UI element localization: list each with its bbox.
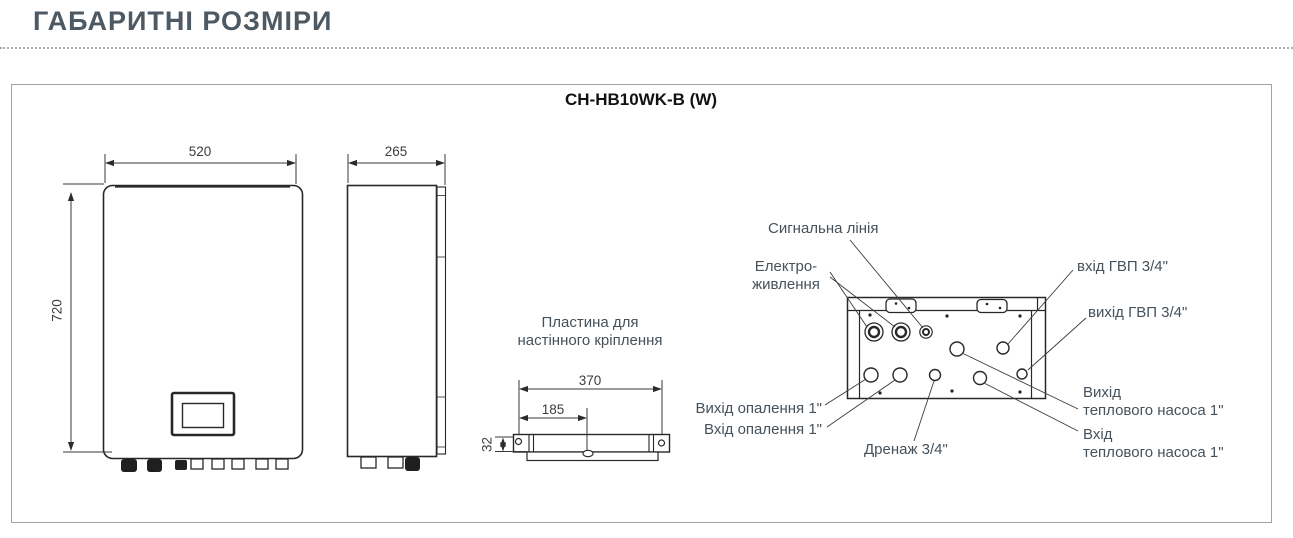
model-title: CH-HB10WK-B (W)	[564, 90, 718, 109]
mounting-plate-view	[512, 433, 671, 462]
mounting-plate-dimension-lines	[495, 380, 663, 452]
front-pipe-stubs	[190, 458, 289, 470]
plate-caption-line2: настінного кріплення	[517, 332, 663, 349]
front-view	[102, 184, 304, 472]
label-heating-outlet: Вихід опалення 1"	[695, 400, 822, 417]
page-title: ГАБАРИТНІ РОЗМІРИ	[33, 6, 333, 36]
side-view-dimension-lines	[347, 154, 446, 185]
label-signal-line: Сигнальна лінія	[768, 220, 879, 237]
pipe-holes	[863, 341, 1028, 386]
label-hp-outlet: Вихід теплового насоса 1"	[1083, 384, 1224, 420]
dim-front-height: 720	[49, 299, 65, 322]
title-divider	[0, 47, 1293, 49]
label-hp-inlet: Вхід теплового насоса 1"	[1083, 426, 1224, 462]
bottom-view	[846, 296, 1047, 400]
dim-front-width: 520	[188, 144, 212, 159]
label-dhw-outlet: вихід ГВП 3/4"	[1088, 304, 1188, 321]
label-power-line1: Електро-	[754, 258, 818, 275]
dim-plate-spacing: 185	[541, 402, 565, 417]
dim-plate-height: 32	[479, 436, 495, 453]
plate-caption: Пластина для настінного кріплення	[500, 314, 680, 350]
label-power: Електро- живлення	[740, 258, 832, 294]
side-view	[346, 184, 447, 471]
dim-side-depth: 265	[384, 144, 408, 159]
dim-plate-width: 370	[578, 373, 602, 388]
label-drain: Дренаж 3/4"	[864, 441, 948, 458]
screw-holes	[868, 302, 1022, 395]
front-view-dimension-lines	[63, 154, 297, 453]
label-hp-outlet-line2: теплового насоса 1"	[1083, 402, 1224, 419]
bottom-cable-glands	[864, 322, 933, 342]
label-dhw-inlet: вхід ГВП 3/4"	[1077, 258, 1168, 275]
label-heating-inlet: Вхід опалення 1"	[703, 421, 822, 438]
label-power-line2: живлення	[752, 276, 820, 293]
leader-lines	[824, 239, 1087, 442]
label-hp-inlet-line2: теплового насоса 1"	[1083, 444, 1224, 461]
side-pipe-stubs	[360, 456, 404, 469]
label-hp-outlet-line1: Вихід	[1083, 384, 1121, 401]
side-cable-gland	[405, 457, 420, 471]
label-hp-inlet-line1: Вхід	[1083, 426, 1113, 443]
front-cable-glands	[121, 459, 187, 472]
plate-caption-line1: Пластина для	[541, 314, 639, 331]
